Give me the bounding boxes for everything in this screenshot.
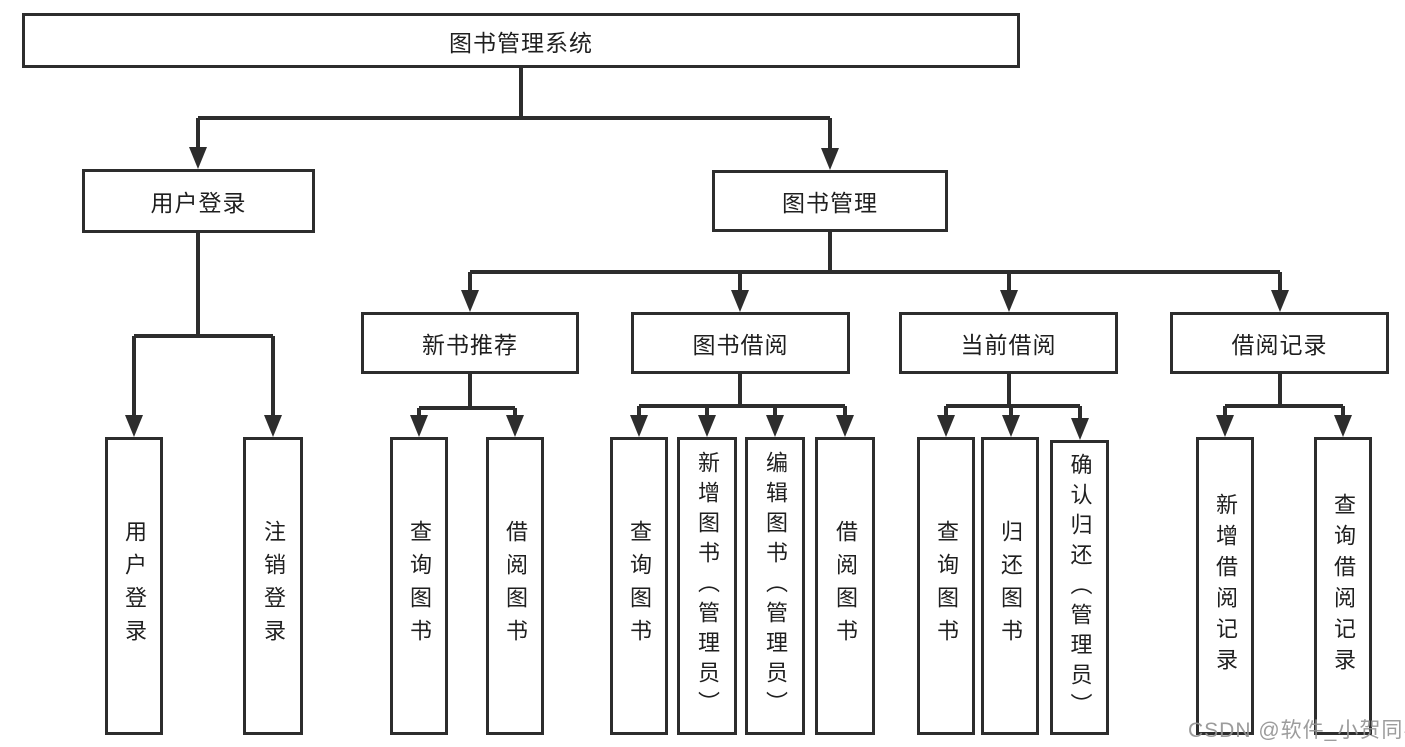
node-label: 查询图书 <box>407 520 432 652</box>
node-label: 编辑图书（管理员） <box>763 451 788 721</box>
node-label: 新书推荐 <box>422 332 518 358</box>
node-query-books-1: 查询图书 <box>390 437 448 735</box>
node-query-borrow-record: 查询借阅记录 <box>1314 437 1372 735</box>
node-label: 用户登录 <box>150 190 247 216</box>
node-book-borrowing: 图书借阅 <box>631 312 850 374</box>
node-label: 归还图书 <box>998 520 1023 652</box>
node-label: 借阅记录 <box>1231 332 1328 358</box>
node-query-books-3: 查询图书 <box>917 437 975 735</box>
node-new-book-recommend: 新书推荐 <box>361 312 579 374</box>
node-label: 新增借阅记录 <box>1213 493 1238 679</box>
node-label: 图书管理系统 <box>449 29 593 56</box>
node-label: 图书管理 <box>782 190 878 216</box>
node-label: 确认归还（管理员） <box>1067 452 1093 723</box>
csdn-watermark: CSDN @软件_小贺同学 <box>1188 719 1405 742</box>
node-current-borrowing: 当前借阅 <box>899 312 1118 374</box>
node-label: 查询图书 <box>934 520 959 652</box>
node-user-login-leaf: 用户登录 <box>105 437 163 735</box>
node-user-login: 用户登录 <box>82 169 315 233</box>
node-label: 借阅图书 <box>833 520 858 652</box>
node-borrowing-records: 借阅记录 <box>1170 312 1389 374</box>
node-confirm-return-admin: 确认归还（管理员） <box>1050 440 1109 735</box>
node-logout: 注销登录 <box>243 437 303 735</box>
node-borrow-books-1: 借阅图书 <box>486 437 544 735</box>
node-label: 当前借阅 <box>960 332 1057 358</box>
node-add-books-admin: 新增图书（管理员） <box>677 437 737 735</box>
node-label: 用户登录 <box>122 520 147 652</box>
node-return-books: 归还图书 <box>981 437 1039 735</box>
node-label: 查询借阅记录 <box>1331 493 1356 679</box>
node-edit-books-admin: 编辑图书（管理员） <box>745 437 805 735</box>
node-book-management: 图书管理 <box>712 170 948 232</box>
node-label: 新增图书（管理员） <box>695 451 720 721</box>
node-library-management-system: 图书管理系统 <box>22 13 1020 68</box>
node-label: 查询图书 <box>627 520 652 652</box>
node-label: 图书借阅 <box>692 332 789 358</box>
node-borrow-books-2: 借阅图书 <box>815 437 875 735</box>
node-query-books-2: 查询图书 <box>610 437 668 735</box>
node-add-borrow-record: 新增借阅记录 <box>1196 437 1254 735</box>
node-label: 借阅图书 <box>503 520 528 652</box>
node-label: 注销登录 <box>261 520 286 652</box>
